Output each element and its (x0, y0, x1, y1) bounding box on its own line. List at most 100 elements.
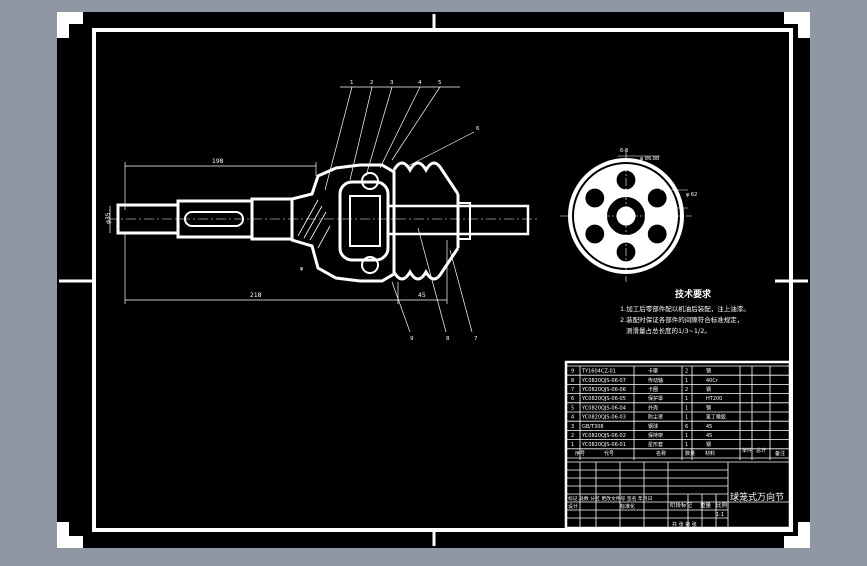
section-ball (646, 187, 668, 209)
balloon-1: 1 (350, 80, 354, 86)
bom-cell-qty: 1 (685, 433, 688, 439)
section-hatch (297, 199, 331, 249)
standard-label: 标准化 (620, 503, 635, 510)
bom-cell-code: YC0820QJS-06-07 (581, 378, 626, 384)
dim-mid-length: 45 (418, 292, 426, 299)
balloon-6: 6 (476, 126, 480, 132)
bom-cell-name: 保持架 (648, 432, 663, 439)
bom-cell-mat: 钢 (706, 441, 711, 448)
bom-cell-mat: 40Cr (706, 378, 719, 384)
bom-cell-mat: 45 (706, 424, 712, 430)
bom-cell-name: 卡圈 (648, 386, 658, 393)
bom-cell-code: GB/T308 (582, 424, 604, 430)
design-label: 设计 (568, 503, 578, 510)
balloon-9: 9 (410, 336, 414, 342)
bom-cell-no: 6 (571, 396, 574, 402)
bom-cell-mat: HT200 (706, 396, 722, 402)
section-ball (584, 223, 606, 245)
bom-cell-no: 8 (571, 378, 574, 384)
stage-label: 阶段标记 (670, 501, 693, 509)
bom-header-single: 单件 (742, 447, 752, 454)
bom-cell-name: 钢球 (648, 423, 658, 430)
balloon-2: 2 (370, 80, 374, 86)
bom-cell-qty: 1 (685, 415, 688, 421)
bom-header: 序号 代号 名称 数量 材料 单件 总计 备注 (575, 447, 785, 457)
bom-cell-code: TY1604CZ-01 (581, 369, 616, 375)
bom-header-name: 名称 (656, 450, 666, 457)
bom-cell-qty: 2 (685, 387, 688, 393)
section-dim-r2: φ 62 (686, 192, 697, 198)
bom-cell-name: 防尘罩 (648, 414, 663, 421)
revision-row-labels: 标记 处数 分区 更改文件号 签名 年月日 (568, 495, 652, 502)
bom-cell-code: YC0820QJS-06-04 (581, 405, 626, 411)
balloon-labels: 1 2 3 4 5 6 7 8 9 (350, 80, 480, 342)
clamp (457, 202, 471, 240)
bom-header-note: 备注 (775, 450, 785, 457)
balloon-3: 3 (390, 80, 394, 86)
right-shaft (386, 204, 530, 236)
section-dim-top: 6-8 (620, 148, 628, 154)
bom-cell-name: 星形套 (648, 441, 663, 448)
bom-cell-name: 保护罩 (648, 395, 663, 402)
bom-cell-mat: 45 (706, 433, 712, 439)
bom-header-code: 代号 (604, 450, 614, 457)
bom-cell-code: YC0820QJS-06-02 (581, 433, 626, 439)
bom-cell-qty: 2 (685, 369, 688, 375)
corner-markers (57, 12, 810, 548)
balloon-8: 8 (446, 336, 450, 342)
section-ball-ring (584, 169, 668, 263)
bom-cell-no: 3 (571, 424, 574, 430)
bom-cell-code: YC0820QJS-06-01 (581, 442, 626, 448)
inner-race (349, 195, 381, 247)
dim-flange: φ (300, 266, 304, 272)
bom-cell-name: 外壳 (648, 404, 658, 411)
bom-cell-name: 传动轴 (648, 377, 663, 384)
balloon-5: 5 (438, 80, 442, 86)
tech-title: 技术要求 (675, 288, 712, 300)
tech-line-1: 1.加工后零部件配以机油后装配，注上油漆。 (620, 304, 750, 313)
balloon-7: 7 (474, 336, 478, 342)
section-ball (646, 223, 668, 245)
section-view (560, 150, 692, 282)
tech-requirements: 技术要求 1.加工后零部件配以机油后装配，注上油漆。 2.装配时保证各部件的间隙… (620, 288, 750, 335)
bom-cell-qty: 1 (685, 442, 688, 448)
bom-cell-mat: 钢 (706, 386, 711, 393)
bom-cell-no: 5 (571, 405, 574, 411)
bom-cell-code: YC0820QJS-06-05 (581, 396, 626, 402)
title-block-rules (566, 461, 790, 528)
bom-cell-mat: 氯丁橡胶 (706, 414, 726, 421)
bom-header-total: 总计 (756, 447, 766, 454)
scale-label: 比例 (716, 501, 728, 509)
bom-header-no: 序号 (575, 450, 585, 457)
bom-cell-mat: 钢 (706, 404, 711, 411)
dim-total-length: 198 (212, 158, 224, 165)
dim-shaft-dia: φ35 (105, 212, 112, 224)
bom-cell-code: YC0820QJS-06-03 (581, 415, 626, 421)
ball-bottom (361, 256, 379, 274)
corner-marker-tl (57, 12, 83, 38)
bom-cell-qty: 6 (685, 424, 688, 430)
balloon-4: 4 (418, 80, 422, 86)
section-dim-r1: φ 86.88 (640, 156, 659, 162)
bom-cell-qty: 1 (685, 405, 688, 411)
dim-overall-length: 218 (250, 292, 262, 299)
ball-top (361, 172, 379, 190)
sheet-count: 共 张 第 张 (672, 521, 697, 528)
bom-cell-qty: 1 (685, 396, 688, 402)
drawing-frame (92, 28, 793, 532)
bom-cell-no: 4 (571, 415, 574, 421)
bom-cell-qty: 1 (685, 378, 688, 384)
tech-line-2: 2.装配时保证各部件的间隙符合标准规定， (620, 315, 743, 324)
scale-value: 1:1 (716, 512, 724, 518)
bom-cell-no: 2 (571, 433, 574, 439)
corner-marker-br (784, 522, 810, 548)
bom-cell-mat: 钢 (706, 368, 711, 375)
weight-label: 重量 (700, 501, 712, 509)
dimension-lines (109, 162, 448, 304)
title-block: 球笼式万向节 阶段标记 重量 比例 1:1 标记 处数 分区 更改文件号 签名 … (568, 491, 784, 528)
parts-table (564, 360, 792, 530)
drawing-name: 球笼式万向节 (730, 491, 784, 503)
leader-lines (324, 86, 475, 333)
bom-cell-code: YC0820QJS-06-06 (581, 387, 626, 393)
